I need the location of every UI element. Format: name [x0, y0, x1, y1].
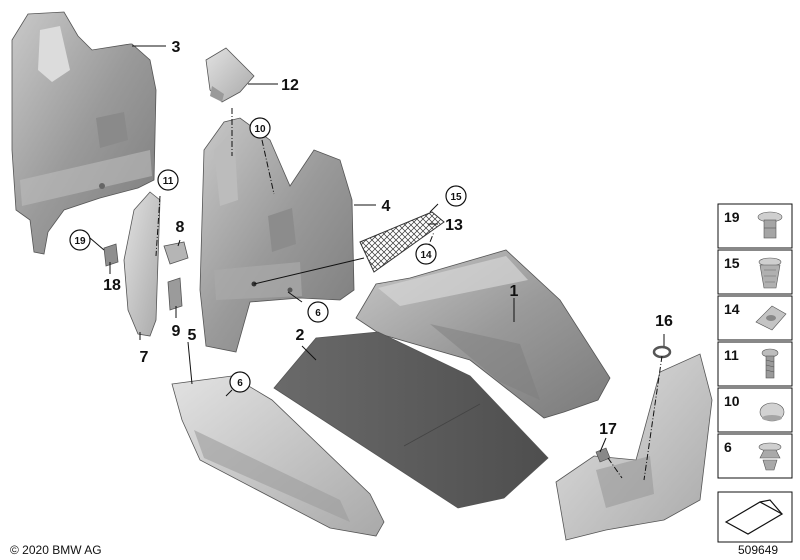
vertical-trim-strip — [123, 191, 161, 337]
svg-text:11: 11 — [724, 347, 739, 363]
callout-17: 17 — [599, 421, 617, 438]
fastener-cell-14: 14 — [717, 295, 793, 341]
callout-9: 9 — [172, 323, 181, 340]
callout-16: 16 — [655, 313, 673, 330]
bracket-part-18 — [103, 243, 119, 267]
callout-5: 5 — [188, 327, 197, 344]
callout-8: 8 — [176, 219, 185, 236]
push-rivet-icon — [757, 211, 783, 239]
circled-callout-15: 15 — [445, 185, 467, 207]
wheel-housing-bracket — [555, 353, 713, 541]
screw-icon — [761, 348, 779, 379]
luggage-net — [359, 211, 445, 273]
upper-trim-cover — [205, 47, 255, 103]
circled-callout-6-panel: 6 — [307, 301, 329, 323]
bracket-part-9 — [167, 277, 183, 311]
clip-17 — [595, 447, 611, 463]
callout-7: 7 — [140, 349, 149, 366]
callout-13: 13 — [445, 217, 463, 234]
bracket-part-8 — [163, 241, 189, 265]
svg-text:6: 6 — [315, 308, 321, 319]
ring-grommet-16 — [652, 345, 672, 359]
loading-sill-trim — [171, 375, 385, 537]
floor-mat — [273, 331, 549, 509]
svg-text:19: 19 — [74, 236, 86, 247]
svg-text:14: 14 — [420, 250, 432, 261]
fastener-cell-19: 19 — [717, 203, 793, 249]
svg-text:10: 10 — [724, 393, 740, 409]
circled-callout-10: 10 — [249, 117, 271, 139]
cap-plug-icon — [759, 402, 785, 422]
callout-12: 12 — [281, 77, 299, 94]
svg-text:15: 15 — [724, 255, 740, 271]
fastener-cell-11: 11 — [717, 341, 793, 387]
fastener-cell-15: 15 — [717, 249, 793, 295]
callout-1: 1 — [510, 283, 519, 300]
fastener-panel: 19 15 14 — [717, 203, 793, 543]
circled-callout-14: 14 — [415, 243, 437, 265]
fir-tree-clip-icon — [758, 442, 782, 471]
right-side-trim-panel — [199, 117, 355, 353]
callout-18: 18 — [103, 277, 121, 294]
circled-callout-6-sill: 6 — [229, 371, 251, 393]
fastener-cell-10: 10 — [717, 387, 793, 433]
rear-trim-panel — [355, 249, 611, 419]
left-side-trim-panel — [11, 11, 157, 255]
leader-lines — [89, 45, 665, 453]
svg-text:10: 10 — [254, 124, 266, 135]
circled-callout-19: 19 — [69, 229, 91, 251]
copyright-text: © 2020 BMW AG — [10, 543, 102, 557]
expanding-clip-icon — [758, 257, 782, 289]
callout-2: 2 — [296, 327, 305, 344]
diagram-number: 509649 — [738, 543, 778, 557]
arrow-icon — [724, 499, 784, 535]
spring-nut-icon — [755, 305, 787, 331]
callout-4: 4 — [382, 198, 391, 215]
svg-text:11: 11 — [163, 176, 174, 187]
svg-text:6: 6 — [237, 378, 243, 389]
svg-text:19: 19 — [724, 209, 740, 225]
svg-text:14: 14 — [724, 301, 740, 317]
svg-text:15: 15 — [450, 192, 462, 203]
svg-text:6: 6 — [724, 439, 732, 455]
fastener-cell-6: 6 — [717, 433, 793, 479]
circled-callout-11: 11 — [157, 169, 179, 191]
direction-arrow-cell — [717, 491, 793, 543]
callout-3: 3 — [172, 39, 181, 56]
